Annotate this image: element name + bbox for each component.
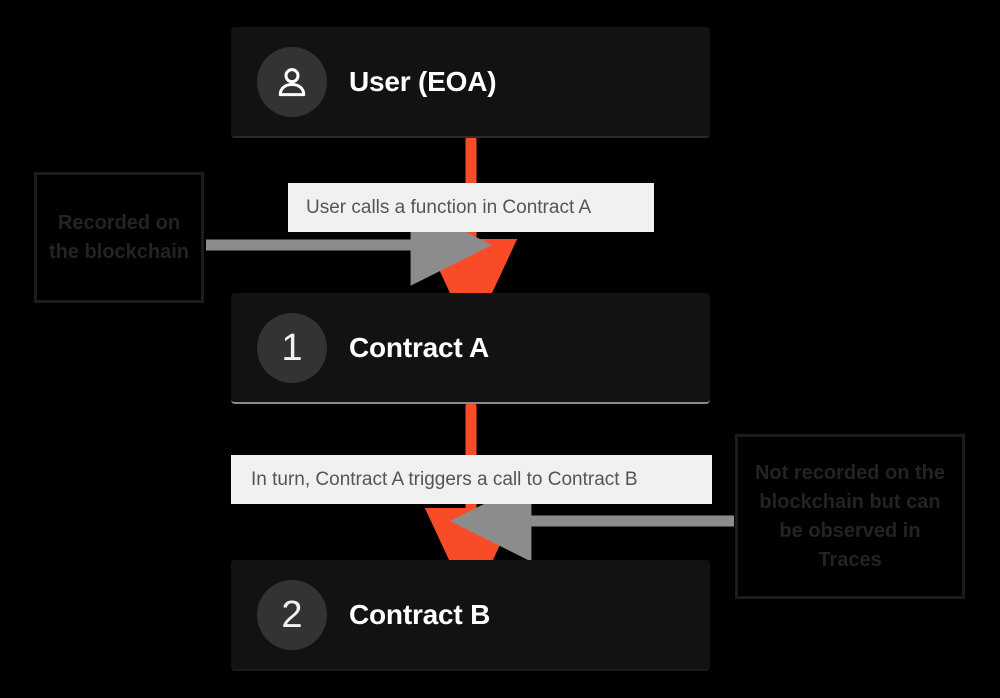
step-number-badge-1: 1	[257, 312, 327, 383]
step-number-badge-2: 2	[257, 579, 327, 650]
node-contract-a[interactable]: 1 Contract A	[231, 293, 710, 404]
node-user[interactable]: User (EOA)	[231, 27, 710, 138]
step-number-2: 2	[281, 593, 303, 636]
caption-user-calls-contract-a: User calls a function in Contract A	[288, 183, 654, 232]
step-number-1: 1	[281, 326, 303, 369]
node-contract-a-label: Contract A	[349, 331, 490, 363]
node-contract-b[interactable]: 2 Contract B	[231, 560, 710, 671]
user-avatar-badge	[257, 46, 327, 117]
node-user-label: User (EOA)	[349, 65, 497, 97]
caption-contract-a-triggers-contract-b: In turn, Contract A triggers a call to C…	[231, 455, 712, 504]
person-icon	[278, 67, 306, 96]
node-contract-b-label: Contract B	[349, 598, 491, 630]
annotation-recorded-on-blockchain: Recorded on the blockchain	[34, 172, 204, 303]
annotation-not-recorded-on-blockchain: Not recorded on the blockchain but can b…	[735, 434, 965, 599]
